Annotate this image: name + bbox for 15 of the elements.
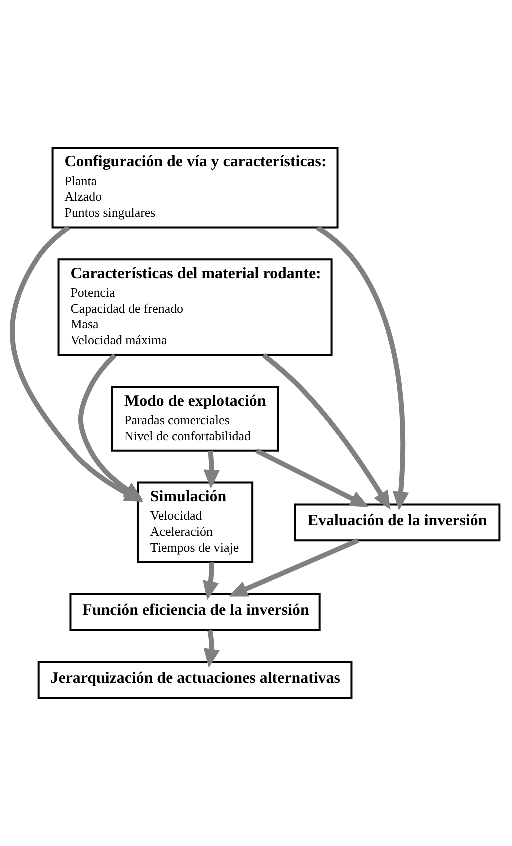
arrow bbox=[228, 538, 360, 597]
node-box: Características del material rodante: Potencia Capacidad de frenado Masa Velocidad máxima bbox=[58, 258, 333, 356]
arrow bbox=[262, 353, 391, 510]
node-box: Función eficiencia de la inversión bbox=[70, 593, 321, 632]
arrow bbox=[203, 562, 220, 600]
node-box: Configuración de vía y características: Planta Alzado Puntos singulares bbox=[52, 146, 339, 229]
node-box: Evaluación de la inversión bbox=[294, 504, 501, 542]
arrow bbox=[78, 354, 144, 500]
arrow bbox=[204, 630, 220, 668]
node-box: Modo de explotación Paradas comerciales Nivel de confortabilidad bbox=[111, 386, 280, 452]
node-box: Jerarquización de actuaciones alternativas bbox=[38, 661, 353, 700]
arrow bbox=[256, 448, 370, 508]
arrow bbox=[316, 226, 410, 511]
node-box: Simulación Velocidad Aceleración Tiempos de viaje bbox=[137, 482, 254, 564]
arrow bbox=[204, 450, 220, 489]
